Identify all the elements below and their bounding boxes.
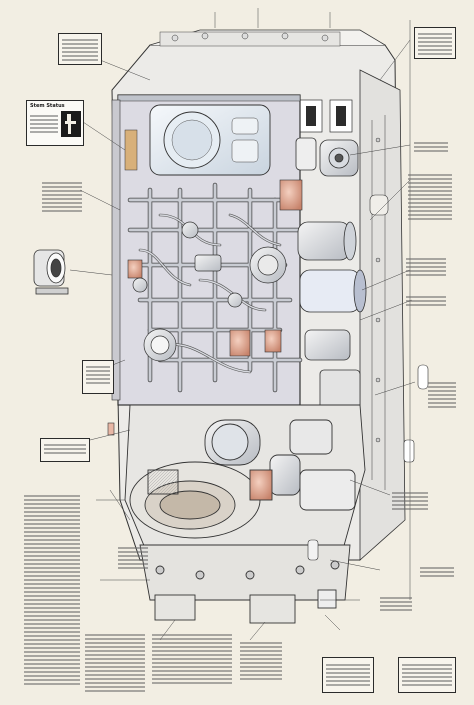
annotation-top-left (58, 33, 102, 65)
annotation-bottom-mid (118, 545, 148, 575)
annotation-right-1 (414, 140, 448, 154)
logo-mark-icon (61, 111, 81, 137)
spec-column-middle (85, 632, 147, 694)
annotation-left-1 (42, 180, 82, 230)
annotation-right-2 (408, 172, 452, 242)
leader-lines (69, 8, 416, 641)
annotation-right-8 (380, 595, 412, 617)
annotation-right-4 (406, 294, 446, 308)
bearing-icon (33, 249, 69, 295)
spec-column-left (24, 493, 82, 688)
annotation-right-7 (420, 565, 454, 583)
valves-gauges (132, 221, 287, 362)
annotation-left-2 (82, 360, 114, 394)
spec-box-bottom-a (322, 657, 374, 693)
spec-box-bottom-b (398, 657, 456, 693)
annotation-top-right (414, 27, 456, 59)
lower-assembly (124, 404, 366, 624)
spec-column-center (152, 632, 234, 687)
spec-column-right (240, 640, 284, 685)
annotation-right-6 (392, 490, 428, 518)
motor-cylinders (295, 137, 367, 411)
annotation-left-3 (40, 438, 90, 462)
annotation-right-3 (406, 256, 446, 286)
title-body-lines (30, 113, 58, 135)
annotation-right-5 (428, 380, 456, 420)
title-block: Stem Status (26, 100, 84, 146)
title-text: Stem Status (30, 103, 65, 109)
